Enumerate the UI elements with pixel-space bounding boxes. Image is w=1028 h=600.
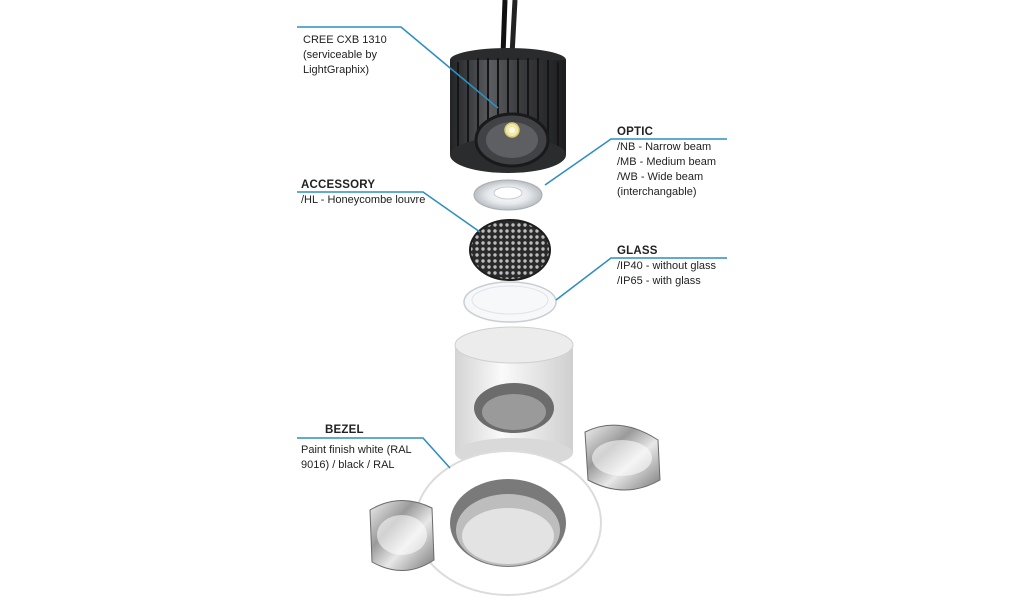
spring-clip-icon bbox=[584, 424, 661, 491]
bezel-label: BEZEL Paint finish white (RAL 9016) / bl… bbox=[301, 423, 412, 473]
accessory-label: ACCESSORY /HL - Honeycombe louvre bbox=[301, 178, 425, 208]
glass-disc-icon bbox=[463, 281, 557, 323]
led-line-1: CREE CXB 1310 bbox=[303, 34, 387, 46]
led-line-3: LightGraphix) bbox=[303, 64, 370, 76]
led-module-label: CREE CXB 1310 (serviceable by LightGraph… bbox=[303, 33, 387, 78]
bezel-line-1: Paint finish white (RAL bbox=[301, 444, 412, 456]
accessory-heading: ACCESSORY bbox=[301, 179, 376, 191]
optic-line-3: /WB - Wide beam bbox=[617, 171, 704, 183]
bezel-heading: BEZEL bbox=[325, 424, 364, 436]
spring-clip-icon bbox=[369, 499, 435, 571]
glass-heading: GLASS bbox=[617, 245, 658, 257]
bezel-ring-icon bbox=[414, 450, 602, 596]
optic-line-4: (interchangable) bbox=[617, 186, 697, 198]
led-module-heatsink-icon bbox=[450, 48, 566, 173]
bezel-line-2: 9016) / black / RAL bbox=[301, 459, 395, 471]
leader-lines bbox=[297, 26, 727, 469]
optic-line-2: /MB - Medium beam bbox=[617, 156, 717, 168]
led-line-2: (serviceable by bbox=[303, 49, 377, 61]
optic-label: OPTIC /NB - Narrow beam /MB - Medium bea… bbox=[617, 125, 716, 200]
honeycomb-louvre-icon bbox=[469, 219, 551, 281]
accessory-line-1: /HL - Honeycombe louvre bbox=[301, 194, 426, 206]
power-cable bbox=[500, 0, 518, 56]
optic-line-1: /NB - Narrow beam bbox=[617, 141, 712, 153]
optic-heading: OPTIC bbox=[617, 126, 654, 138]
glass-line-2: /IP65 - with glass bbox=[617, 275, 701, 287]
glass-label: GLASS /IP40 - without glass /IP65 - with… bbox=[617, 244, 716, 289]
bezel-cylinder-icon bbox=[454, 326, 574, 468]
glass-line-1: /IP40 - without glass bbox=[617, 260, 717, 272]
optic-lens-icon bbox=[473, 179, 543, 211]
